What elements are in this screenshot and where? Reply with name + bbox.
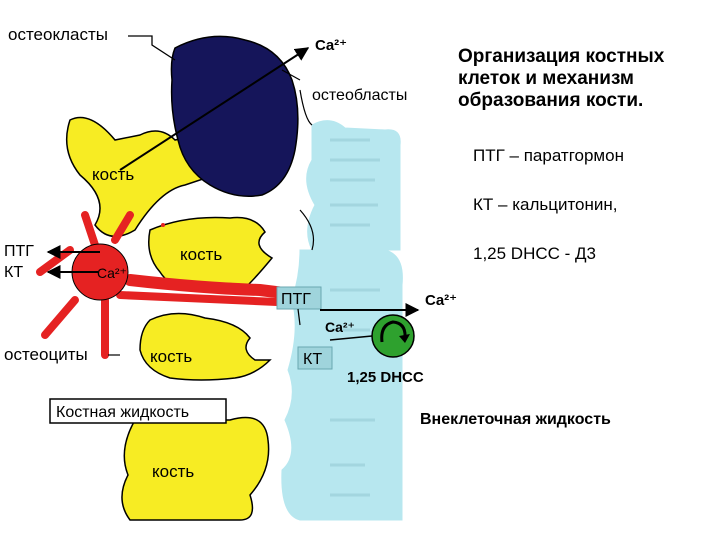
extracellular-fluid-label: Внеклеточная жидкость: [420, 411, 611, 428]
diagram-title: Организация костных клеток и механизм об…: [458, 46, 708, 112]
bone-shape-bottom: [122, 418, 269, 521]
kt-left-label: КТ: [4, 264, 23, 281]
title-line-3: образования кости.: [458, 90, 708, 112]
dhcc-label: 1,25 DHCC: [347, 369, 424, 386]
legend-kt: КТ – кальцитонин,: [473, 195, 618, 215]
bone-label-3: кость: [150, 347, 192, 366]
bone-label-1: кость: [92, 165, 134, 184]
title-line-1: Организация костных: [458, 46, 708, 68]
osteocytes-label: остеоциты: [4, 345, 88, 364]
ca-cell-label: Ca²⁺: [97, 265, 127, 281]
ca-top-label: Ca²⁺: [315, 37, 347, 54]
osteoclasts-label: остеокласты: [8, 25, 108, 44]
legend-dhcc: 1,25 DHCC - Д3: [473, 244, 596, 264]
title-line-2: клеток и механизм: [458, 68, 708, 90]
ptg-box-label: ПТГ: [281, 291, 311, 308]
osteoclast-leader-line: [128, 36, 175, 60]
kt-box-label: КТ: [303, 351, 322, 368]
ca-mid-label: Ca²⁺: [325, 319, 355, 335]
osteocyte-small-dot: [161, 223, 165, 227]
bone-label-4: кость: [152, 462, 194, 481]
bone-label-2: кость: [180, 245, 222, 264]
ptg-left-label: ПТГ: [4, 243, 34, 260]
bone-fluid-label: Костная жидкость: [56, 404, 189, 421]
ca-right-label: Ca²⁺: [425, 292, 457, 309]
osteoblasts-label: остеобласты: [312, 87, 407, 104]
legend-ptg: ПТГ – паратгормон: [473, 146, 624, 166]
